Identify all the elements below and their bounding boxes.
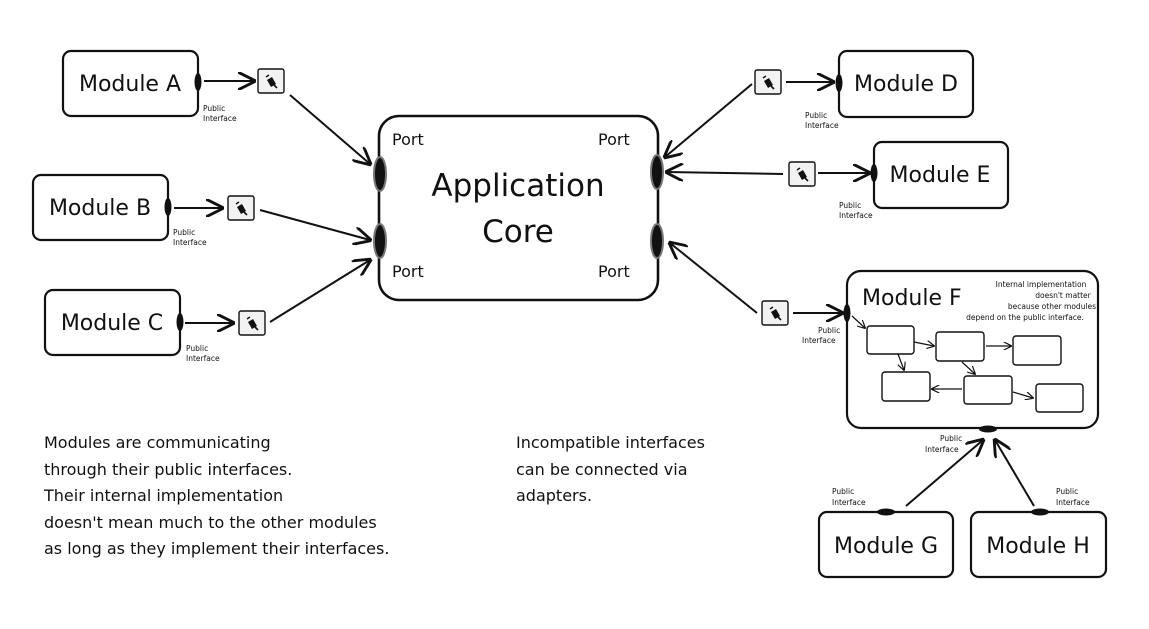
internal-block [1035,383,1084,413]
module-b: Module B Public Interface [31,173,255,247]
port-label-bottom-right: Port [598,262,630,281]
note-middle: Incompatible interfaces can be connected… [516,433,705,505]
internal-block [881,371,931,402]
application-core: Application Core Port Port Port Port [373,114,664,302]
internal-block [1012,335,1062,366]
module-c-label: Module C [61,311,163,336]
module-a-interface-port [194,73,202,91]
module-b-label: Module B [49,196,151,221]
plug-adapter-icon [788,161,816,187]
module-g: Module G Public Interface [817,487,955,579]
module-h-interface-label: Interface [1056,498,1090,507]
note-left-line3: Their internal implementation [43,486,283,505]
edge-adapter-b-core [259,209,370,240]
module-f-public-label: Public [818,326,840,335]
note-middle-line2: can be connected via [516,460,688,479]
internal-edge [913,342,934,346]
internal-edge [898,353,904,370]
plug-adapter-icon [257,68,285,94]
port-left-bottom [373,223,387,259]
edge-d-core [665,83,753,157]
internal-block [935,331,985,362]
module-f-interface-port [843,304,851,322]
port-left-top [373,156,387,192]
edge-f-core [670,243,758,314]
module-h-public-label: Public [1056,487,1078,496]
module-g-interface-port [877,508,895,516]
edges [174,81,1035,507]
module-e: Module E Public Interface [788,140,1010,220]
module-c-interface-label: Interface [186,354,220,363]
port-label-top-right: Port [598,130,630,149]
plug-adapter-icon [754,69,782,95]
module-d: Module D Public Interface [754,49,975,130]
module-a: Module A Public Interface [61,49,285,123]
plug-adapter-icon [227,195,255,221]
module-g-interface-label: Interface [832,498,866,507]
module-g-label: Module G [834,534,938,559]
module-e-interface-label: Interface [839,211,873,220]
module-f: Module F Internal implementation doesn't… [761,269,1100,454]
internal-edge [851,315,865,328]
module-f-note-line1: Internal implementation [996,280,1087,289]
note-left-line5: as long as they implement their interfac… [44,539,389,558]
module-e-public-label: Public [839,201,861,210]
module-f-interface-label: Interface [802,336,836,345]
internal-block [866,325,915,355]
module-f-internals [851,315,1084,413]
module-f-bottom-public-label: Public [940,434,962,443]
edge-h-f [995,440,1035,507]
module-b-public-label: Public [173,228,195,237]
module-f-note-line2: doesn't matter [1035,291,1091,300]
module-g-public-label: Public [832,487,854,496]
module-h: Module H Public Interface [969,487,1108,579]
port-label-top-left: Port [392,130,424,149]
internal-edge [1012,391,1033,398]
module-d-public-label: Public [805,111,827,120]
note-left-line4: doesn't mean much to the other modules [44,513,377,532]
internal-block [963,375,1013,405]
port-right-bottom [650,223,664,259]
note-left-line2: through their public interfaces. [44,460,292,479]
module-b-interface-label: Interface [173,238,207,247]
edge-g-f [905,440,983,507]
module-f-bottom-interface-port [979,425,997,433]
module-e-interface-port [870,164,878,182]
module-a-interface-label: Interface [203,114,237,123]
module-d-label: Module D [854,72,958,97]
note-left: Modules are communicating through their … [43,433,389,558]
note-left-line1: Modules are communicating [44,433,271,452]
module-f-label: Module F [862,286,962,311]
plug-adapter-icon [761,300,789,326]
module-d-interface-port [835,74,843,92]
module-a-public-label: Public [203,104,225,113]
edge-adapter-a-core [289,94,370,164]
note-middle-line1: Incompatible interfaces [516,433,705,452]
edge-adapter-c-core [269,260,370,323]
module-c-interface-port [176,313,184,331]
port-label-bottom-left: Port [392,262,424,281]
core-box [377,114,660,302]
module-e-label: Module E [890,163,991,188]
internal-edge [961,361,975,374]
edge-e-core [667,172,784,174]
module-c: Module C Public Interface [43,288,266,363]
note-middle-line3: adapters. [516,486,592,505]
core-title-line2: Core [482,214,554,250]
module-f-note-line3: because other modules [1008,302,1096,311]
module-a-label: Module A [79,72,181,97]
plug-adapter-icon [238,310,266,336]
module-c-public-label: Public [186,344,208,353]
module-b-interface-port [164,198,172,216]
module-h-interface-port [1031,508,1049,516]
module-h-label: Module H [986,534,1090,559]
core-title-line1: Application [431,168,604,204]
module-f-bottom-interface-label: Interface [925,445,959,454]
module-d-interface-label: Interface [805,121,839,130]
port-right-top [650,154,664,190]
module-f-note-line4: depend on the public interface. [966,313,1084,322]
